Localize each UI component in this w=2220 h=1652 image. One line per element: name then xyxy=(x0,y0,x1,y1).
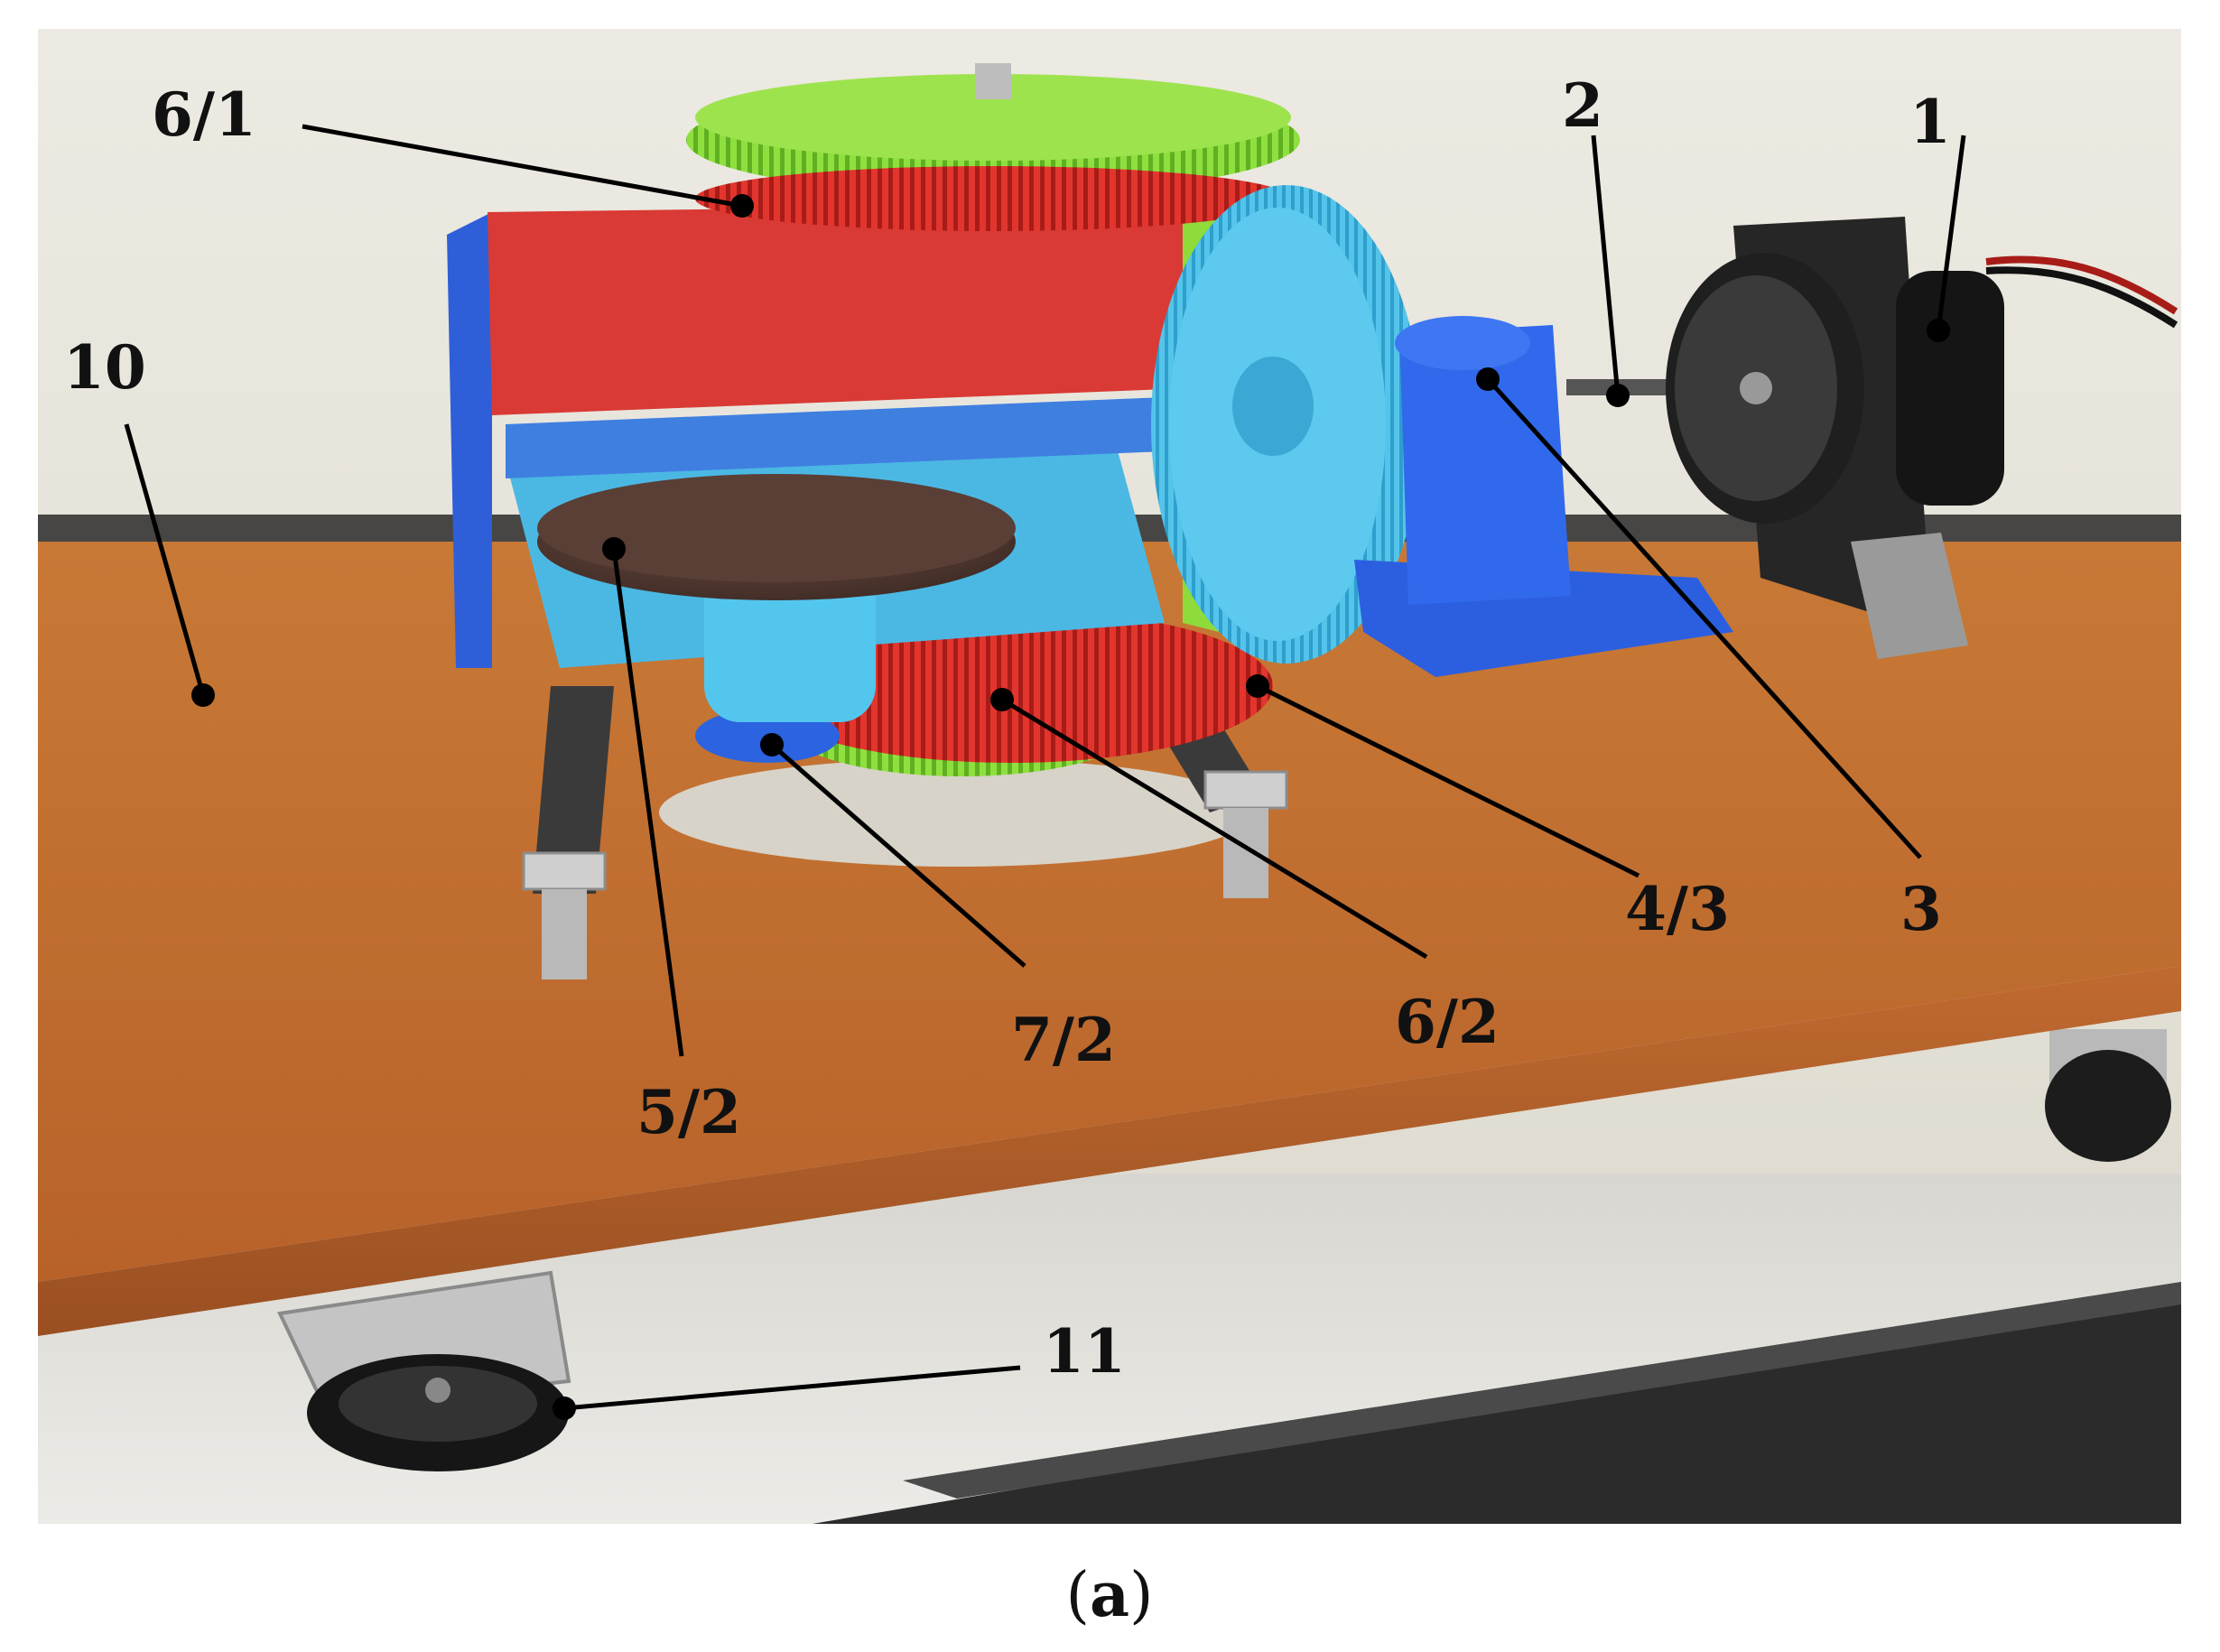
board-hole xyxy=(659,758,1255,867)
board-edge xyxy=(38,966,2181,1336)
figure-caption: (a) xyxy=(1065,1559,1153,1631)
dot-5-2 xyxy=(602,537,626,561)
label-7-2: 7/2 xyxy=(1011,1005,1116,1075)
lower-frame xyxy=(506,424,1165,722)
top-gears xyxy=(686,63,1300,231)
dot-2 xyxy=(1606,384,1630,407)
label-3: 3 xyxy=(1900,874,1942,944)
front-caster xyxy=(277,1270,571,1471)
dot-7-2 xyxy=(760,733,784,756)
dot-11 xyxy=(553,1397,576,1420)
dot-6-1 xyxy=(730,194,754,218)
caption-letter: a xyxy=(1090,1559,1129,1631)
label-6-1: 6/1 xyxy=(152,79,256,150)
leader-lines xyxy=(124,124,1966,1411)
cyan-gear xyxy=(1151,185,1422,664)
dot-10 xyxy=(191,683,215,707)
dot-3 xyxy=(1476,367,1500,391)
label-11: 11 xyxy=(1043,1316,1126,1387)
label-2: 2 xyxy=(1562,70,1603,141)
label-10: 10 xyxy=(63,332,146,403)
callout-dots xyxy=(191,194,1950,1420)
dot-1 xyxy=(1927,319,1950,342)
caption-close: ) xyxy=(1129,1560,1154,1631)
bench-edge-highlight xyxy=(903,1282,2181,1499)
rear-caster xyxy=(2045,1029,2171,1162)
label-5-2: 5/2 xyxy=(636,1077,741,1147)
dot-6-2 xyxy=(990,688,1014,711)
label-4-3: 4/3 xyxy=(1625,874,1730,944)
main-frame xyxy=(447,203,1219,668)
bearing-block xyxy=(1354,316,1733,677)
motor xyxy=(1666,217,2178,659)
label-6-2: 6/2 xyxy=(1395,987,1500,1057)
dot-4-3 xyxy=(1246,674,1269,698)
label-1: 1 xyxy=(1909,87,1951,157)
caption-open: ( xyxy=(1065,1560,1090,1631)
